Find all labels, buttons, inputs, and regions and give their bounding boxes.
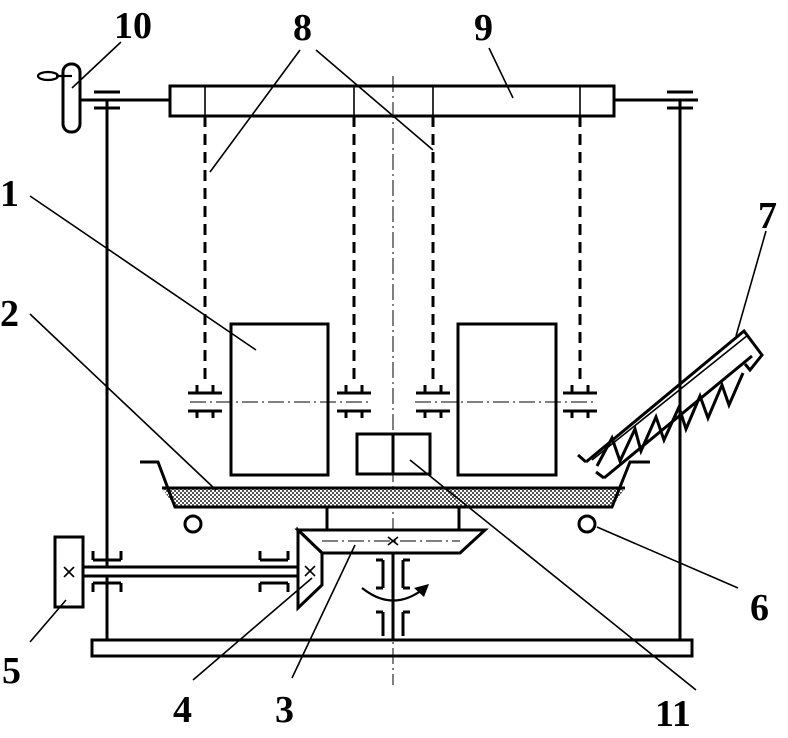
roller-right bbox=[456, 322, 558, 477]
leader-8-a bbox=[209, 49, 301, 173]
label-7: 7 bbox=[758, 195, 777, 237]
wheel-6-right bbox=[577, 514, 597, 534]
leader-10 bbox=[71, 41, 122, 89]
bevel-pinion-4 bbox=[296, 526, 324, 612]
label-9: 9 bbox=[474, 7, 493, 49]
screw-conveyor-7 bbox=[577, 328, 764, 480]
bearing-c bbox=[416, 385, 450, 418]
main-shaft-bearing-upper bbox=[376, 558, 410, 590]
bearing-d bbox=[563, 385, 597, 418]
wheel-left bbox=[183, 514, 203, 534]
base-plate bbox=[90, 638, 694, 658]
bearing-a bbox=[188, 385, 222, 418]
leader-6 bbox=[596, 526, 739, 589]
label-10: 10 bbox=[114, 5, 152, 47]
label-1: 1 bbox=[0, 173, 19, 215]
gear3-cross-b bbox=[387, 536, 399, 546]
leader-3 bbox=[291, 544, 356, 679]
leader-4 bbox=[192, 577, 313, 681]
rotation-arrow-icon bbox=[361, 584, 429, 602]
leader-9 bbox=[488, 47, 514, 99]
pan-2 bbox=[140, 460, 650, 509]
label-5: 5 bbox=[2, 650, 21, 692]
label-6: 6 bbox=[750, 587, 769, 629]
label-8: 8 bbox=[293, 7, 312, 49]
handle-10 bbox=[36, 62, 82, 134]
leader-8-b bbox=[315, 49, 434, 151]
roller-1-left bbox=[229, 322, 330, 477]
leader-7 bbox=[735, 230, 767, 337]
leader-2 bbox=[29, 313, 217, 491]
leader-11 bbox=[409, 459, 697, 691]
leader-1 bbox=[29, 195, 257, 351]
bearing-b bbox=[337, 385, 371, 418]
top-beam-9 bbox=[168, 84, 616, 118]
label-4: 4 bbox=[173, 689, 192, 731]
top-left-bearing bbox=[94, 90, 120, 110]
top-right-bearing bbox=[667, 90, 693, 110]
gear4-cross-b bbox=[304, 565, 316, 577]
pulley-cross-b bbox=[63, 566, 75, 578]
main-shaft-bearing-lower bbox=[376, 610, 410, 636]
shaft-bearing-left bbox=[91, 551, 123, 592]
label-2: 2 bbox=[0, 293, 19, 335]
drive-shaft bbox=[78, 565, 300, 578]
shaft-bearing-right bbox=[258, 551, 290, 592]
leader-5 bbox=[29, 599, 67, 643]
label-11: 11 bbox=[655, 693, 691, 735]
label-3: 3 bbox=[275, 689, 294, 731]
